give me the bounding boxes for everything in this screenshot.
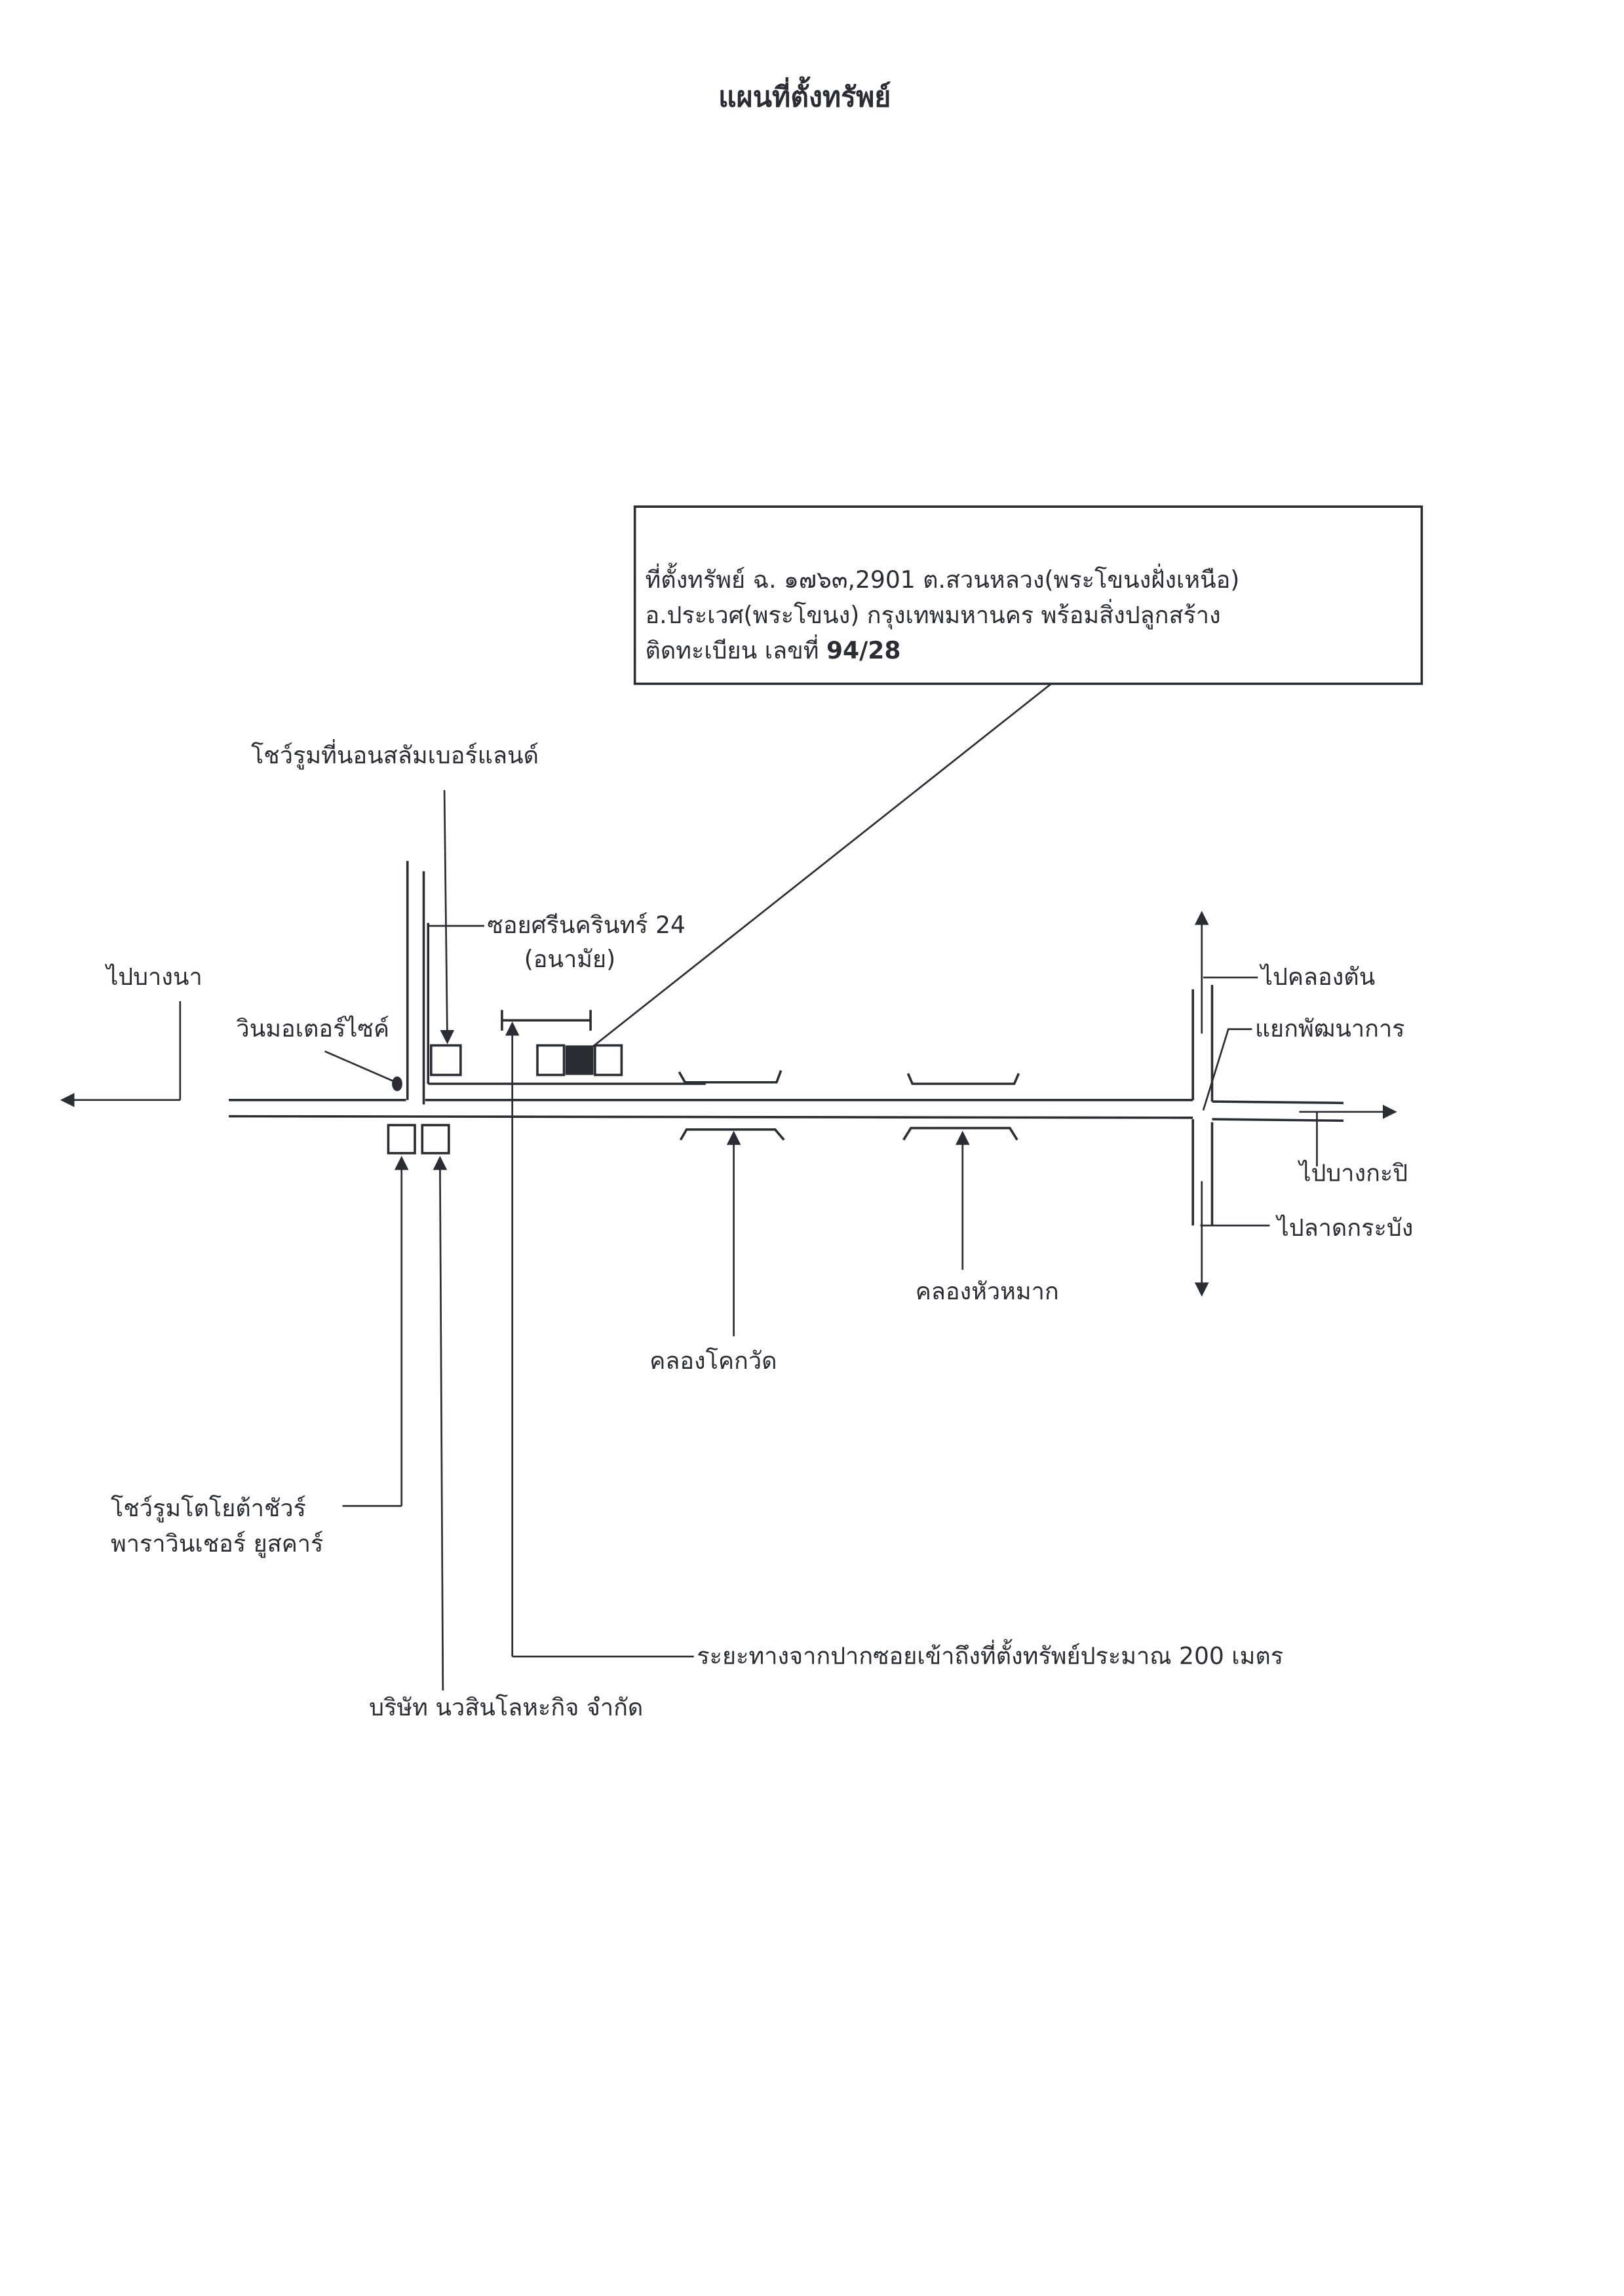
soi-label: ซอยศรีนครินทร์ 24 — [487, 912, 686, 939]
property-line-2: อ.ประเวศ(พระโขนง) กรุงเทพมหานคร พร้อมสิ่… — [645, 599, 1220, 630]
property-leader-line — [590, 683, 1052, 1050]
main-road — [229, 1098, 1344, 1122]
building-property — [565, 1045, 594, 1075]
property-info-box: ที่ตั้งทรัพย์ ฉ. ๑๗๖๓,2901 ต.สวนหลวง(พระ… — [633, 505, 1423, 685]
toyota-label-2: พาราวินเชอร์ ยูสคาร์ — [111, 1531, 323, 1558]
phatthanakan-label: แยกพัฒนาการ — [1255, 1016, 1405, 1043]
building-neighbor — [536, 1044, 566, 1077]
slumberland-arrow — [440, 790, 455, 1044]
slumberland-label: โชว์รูมที่นอนสลัมเบอร์แลนด์ — [251, 739, 539, 770]
cross-road — [1191, 910, 1214, 1297]
building-neighbor — [594, 1044, 623, 1077]
to-bangkapi-label: ไปบางกะปิ — [1297, 1160, 1408, 1187]
property-line-3: ติดทะเบียน เลขที่ 94/28 — [645, 634, 900, 664]
win-motorcycle-leader — [324, 1050, 393, 1082]
bridge-khlong-hua-mak — [902, 1073, 1020, 1141]
page-title: แผนที่ตั้งทรัพย์ — [718, 76, 891, 114]
bridge-khlong-khok-wat — [678, 1070, 785, 1141]
khlong-khok-wat-label: คลองโคกวัด — [649, 1347, 777, 1375]
win-motorcycle-label: วินมอเตอร์ไซค์ — [236, 1015, 389, 1043]
soi-alt-label: (อนามัย) — [524, 946, 615, 973]
building-slumberland — [429, 1044, 462, 1077]
building-navasin — [421, 1124, 450, 1155]
khlong-hua-mak-label: คลองหัวหมาก — [916, 1278, 1059, 1305]
house-number: 94/28 — [826, 638, 900, 664]
soi-road — [406, 860, 706, 1105]
toyota-label-1: โชว์รูมโตโยต้าชัวร์ — [111, 1495, 306, 1523]
phatthanakan-leader — [1202, 1028, 1252, 1111]
to-bangna-label: ไปบางนา — [104, 963, 203, 991]
navasin-arrow — [433, 1155, 448, 1691]
distance-dimension — [501, 1010, 694, 1658]
to-lat-krabang-label: ไปลาดกระบัง — [1275, 1214, 1414, 1242]
building-toyota — [387, 1124, 416, 1155]
to-khlong-tan-label: ไปคลองตัน — [1259, 963, 1375, 991]
win-motorcycle-dot — [392, 1076, 402, 1092]
property-line-1: ที่ตั้งทรัพย์ ฉ. ๑๗๖๓,2901 ต.สวนหลวง(พระ… — [645, 562, 1239, 594]
distance-label: ระยะทางจากปากซอยเข้าถึงที่ตั้งทรัพย์ประม… — [697, 1638, 1283, 1670]
navasin-label: บริษัท นวสินโลหะกิจ จำกัด — [369, 1694, 643, 1721]
